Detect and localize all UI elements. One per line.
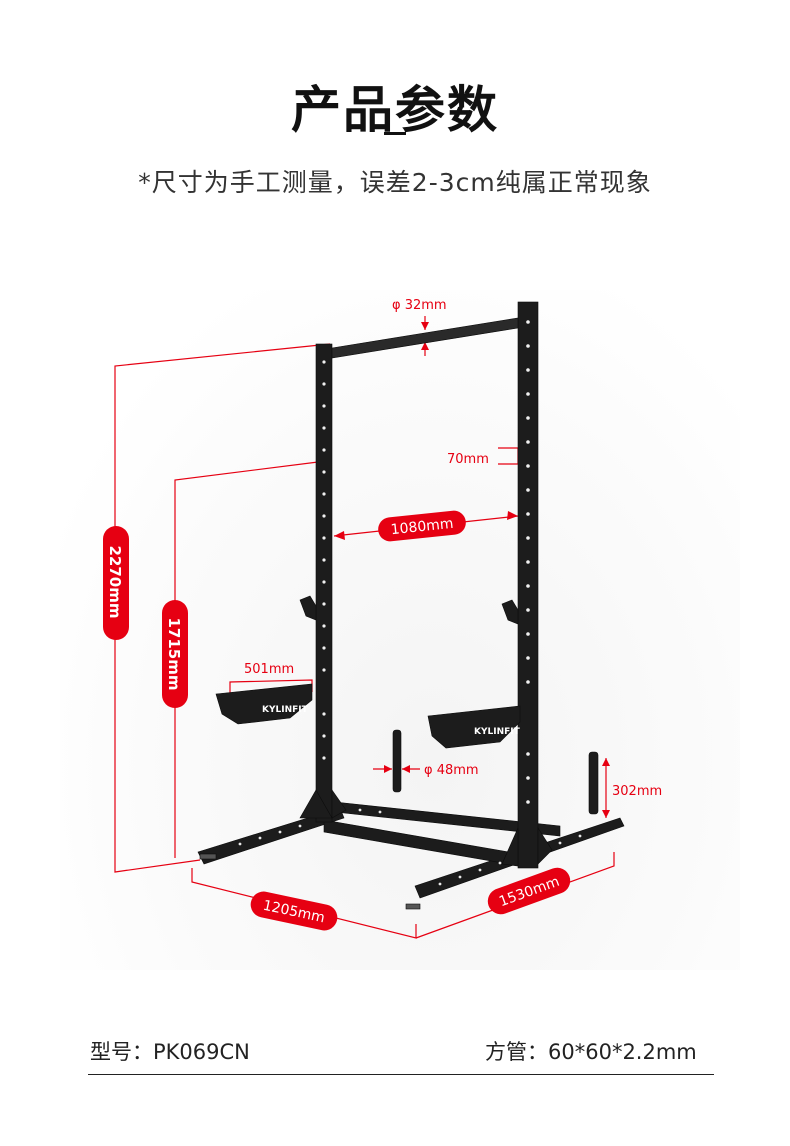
title-underline <box>384 132 406 135</box>
bottom-divider <box>88 1074 714 1075</box>
page-title: 产品参数 <box>291 81 499 139</box>
badge-width: 1530mm <box>487 867 571 915</box>
rack-frame <box>197 301 625 910</box>
tube-spec: 方管：60*60*2.2mm <box>485 1036 697 1066</box>
model-label: 型号： <box>90 1040 153 1064</box>
dim-post-height: 302mm <box>612 784 662 799</box>
badge-depth: 1205mm <box>250 891 338 931</box>
dim-arm-length: 501mm <box>244 662 294 677</box>
brand-mark-right: KYLINFIT <box>474 727 521 737</box>
dim-bar-diameter: φ 32mm <box>392 298 447 313</box>
page-subtitle: *尺寸为手工测量，误差2-3cm纯属正常现象 <box>138 168 652 197</box>
model-spec: 型号：PK069CN <box>90 1036 250 1066</box>
dim-post-diameter: φ 48mm <box>424 763 479 778</box>
base-holes <box>238 808 582 886</box>
dimension-arrowheads <box>334 322 610 818</box>
dim-hole-spacing: 70mm <box>447 452 489 467</box>
brand-mark-left: KYLINFIT <box>262 705 309 715</box>
badge-total-height: 2270mm <box>103 526 129 640</box>
dim-inner-width: 1080mm <box>390 516 454 538</box>
model-value: PK069CN <box>153 1040 250 1064</box>
upright-holes <box>322 320 530 804</box>
dim-hook-height: 1715mm <box>165 617 183 690</box>
tube-value: 60*60*2.2mm <box>548 1040 697 1064</box>
dim-total-height: 2270mm <box>106 545 124 618</box>
badge-inner-width: 1080mm <box>378 510 466 542</box>
badge-hook-height: 1715mm <box>162 600 188 708</box>
tube-label: 方管： <box>485 1040 548 1064</box>
